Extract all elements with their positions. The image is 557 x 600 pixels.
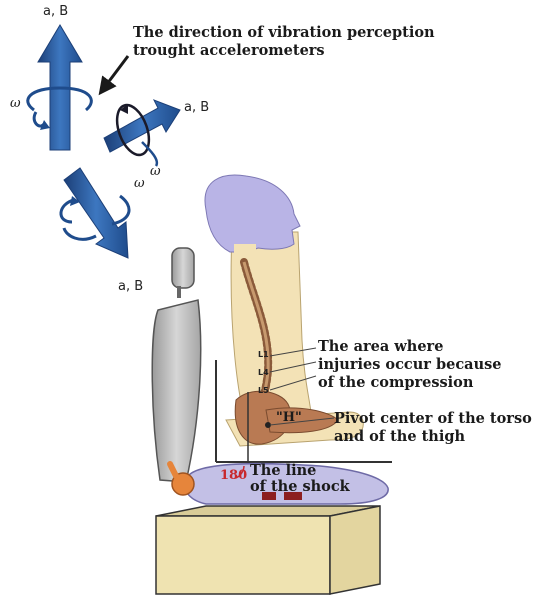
vertebra-label-l5: L5 bbox=[258, 386, 269, 395]
vibration-title-line2: trought accelerometers bbox=[133, 42, 325, 60]
omega-label-3: ω bbox=[134, 176, 145, 191]
diagonal-axis-arrow bbox=[61, 168, 129, 258]
omega-label-2: ω bbox=[150, 164, 161, 179]
horizontal-axis-label: a, B bbox=[184, 100, 209, 115]
h-point-label: "H" bbox=[276, 410, 302, 425]
vertical-axis-label: a, B bbox=[43, 4, 68, 19]
pivot-label-line2: and of the thigh bbox=[334, 428, 465, 446]
injury-label-line2: injuries occur because bbox=[318, 356, 502, 374]
shock-label-line2: of the shock bbox=[250, 478, 350, 496]
vertebra-label-l4: L4 bbox=[258, 368, 269, 377]
injury-label-line3: of the compression bbox=[318, 374, 473, 392]
vibration-title-line1: The direction of vibration perception bbox=[133, 24, 435, 42]
omega-label-1: ω bbox=[10, 96, 21, 111]
seat-base bbox=[156, 506, 380, 594]
horizontal-axis-arrow bbox=[104, 100, 180, 166]
pivot-label-line1: Pivot center of the torso bbox=[334, 410, 532, 428]
title-pointer-arrow bbox=[104, 56, 128, 88]
injury-label-line1: The area where bbox=[318, 338, 443, 356]
seat-back bbox=[152, 248, 200, 482]
diagonal-axis-label: a, B bbox=[118, 279, 143, 294]
angle-label: 180 bbox=[220, 468, 247, 483]
vertical-axis-arrow bbox=[28, 25, 92, 150]
vertebra-label-l1: L1 bbox=[258, 350, 269, 359]
